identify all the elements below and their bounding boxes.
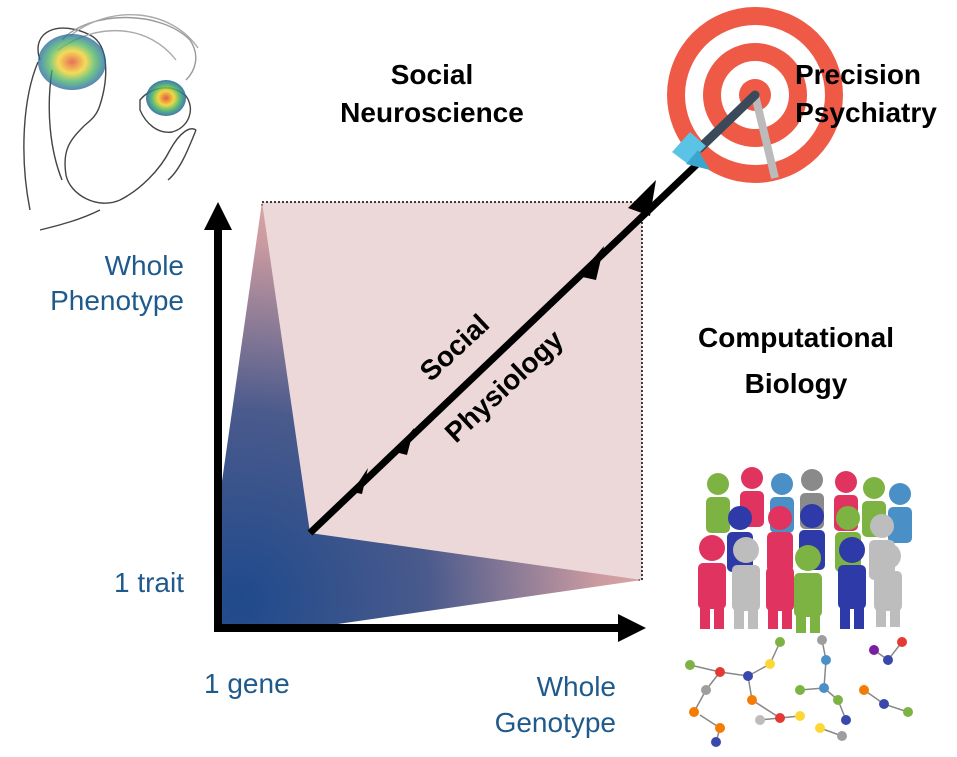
gradient-wedge xyxy=(215,202,642,630)
diagonal-arrowhead-3 xyxy=(578,246,604,280)
x-axis-right-label-line1: Whole xyxy=(537,671,616,702)
bullseye-target-icon xyxy=(667,7,843,183)
x-axis-right-label-line2: Genotype xyxy=(495,707,616,738)
precision-psychiatry-label-line2: Psychiatry xyxy=(795,97,937,128)
y-axis-arrowhead xyxy=(204,202,232,230)
y-axis-bottom-label: 1 trait xyxy=(114,567,184,598)
social-neuroscience-label-line1: Social xyxy=(391,59,473,90)
x-axis-arrowhead xyxy=(618,614,646,642)
social-neuroscience-label-line2: Neuroscience xyxy=(340,97,524,128)
mother-brain-heatmap xyxy=(38,34,106,90)
baby-brain-heatmap xyxy=(146,80,186,116)
diagonal-arrowhead-2 xyxy=(395,428,414,455)
diverse-people-crowd-icon xyxy=(698,467,912,633)
y-axis-top-label-line1: Whole xyxy=(105,250,184,281)
diagonal-arrowhead-4 xyxy=(628,180,656,216)
y-axis-top-label-line2: Phenotype xyxy=(50,285,184,316)
precision-psychiatry-label-line1: Precision xyxy=(795,59,921,90)
diagonal-arrowhead-1 xyxy=(352,468,368,494)
computational-biology-label-line2: Biology xyxy=(745,368,848,399)
x-axis-left-label: 1 gene xyxy=(204,668,290,699)
molecular-network-icon xyxy=(685,635,913,747)
computational-biology-label-line1: Computational xyxy=(698,322,894,353)
